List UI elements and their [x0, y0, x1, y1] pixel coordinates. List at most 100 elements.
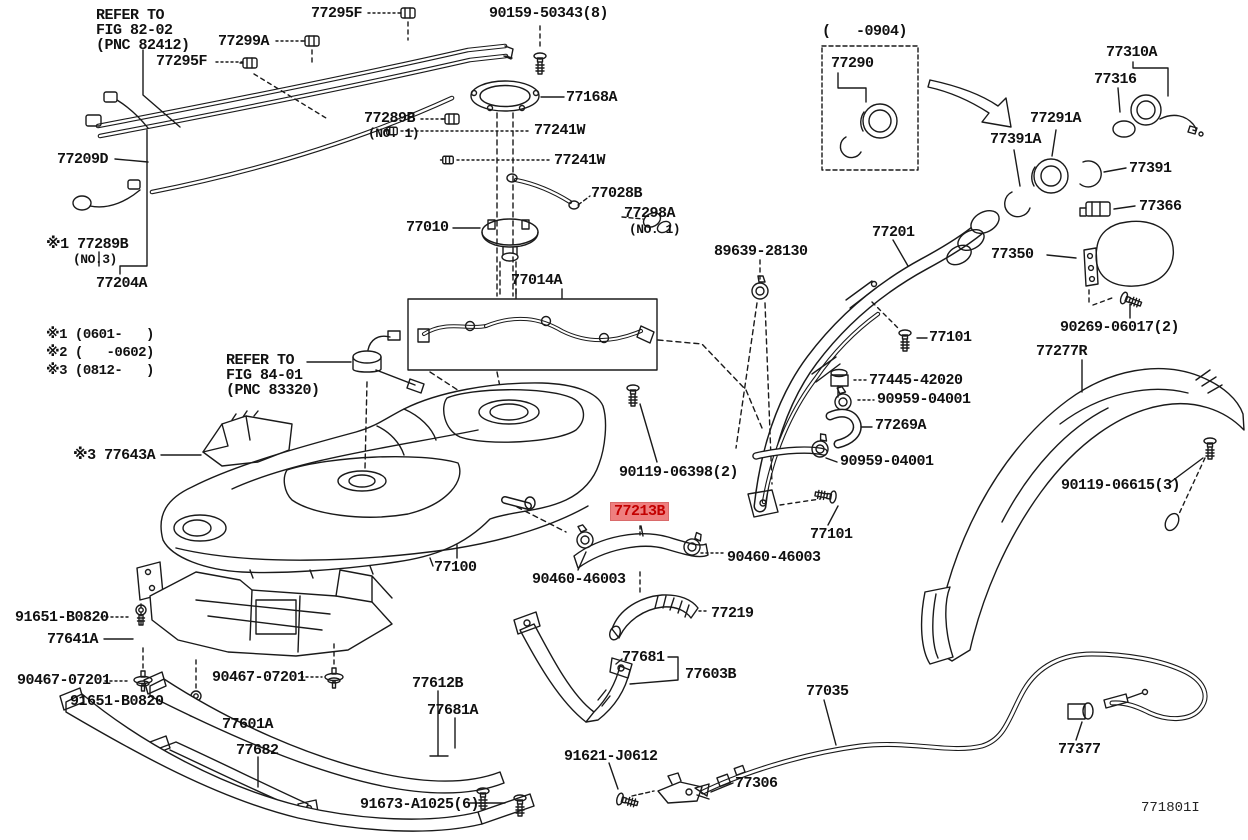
part-label-89639-28130[interactable]: 89639-28130 [714, 243, 808, 260]
part-label-90467-left[interactable]: 90467-07201 [17, 672, 111, 689]
part-label-77204a[interactable]: 77204A [96, 275, 148, 292]
part-label-77101-top[interactable]: 77101 [929, 329, 972, 346]
bolt-90119-06615-icon [1203, 437, 1217, 460]
part-label-77213b-highlighted[interactable]: 77213B [609, 502, 670, 521]
part-label-77209d[interactable]: 77209D [57, 151, 109, 168]
part-label-77291a[interactable]: 77291A [1030, 110, 1082, 127]
part-label-77168a[interactable]: 77168A [566, 89, 618, 106]
part-label-77641a[interactable]: 77641A [47, 631, 99, 648]
part-label-77241w-2[interactable]: 77241W [554, 152, 606, 169]
part-sublabel-no1-2: (NO. 1) [629, 222, 681, 237]
part-label-77681a[interactable]: 77681A [427, 702, 479, 719]
part-label-90460-right[interactable]: 90460-46003 [727, 549, 821, 566]
tank-band-77681-77603b [514, 612, 678, 722]
part-label-77306[interactable]: 77306 [735, 775, 778, 792]
part-label-77269a[interactable]: 77269A [875, 417, 927, 434]
bolt-77101-low-icon [813, 487, 838, 505]
part-label-77035[interactable]: 77035 [806, 683, 849, 700]
direction-arrow [928, 80, 1011, 127]
part-label-91651-2[interactable]: 91651-B0820 [70, 693, 164, 710]
part-label-77295f-1[interactable]: 77295F [311, 5, 363, 22]
part-label-77219[interactable]: 77219 [711, 605, 754, 622]
part-label-90959-1[interactable]: 90959-04001 [877, 391, 971, 408]
screw-90269-icon [1118, 290, 1144, 311]
part-label-77603b[interactable]: 77603B [685, 666, 737, 683]
part-label-77350[interactable]: 77350 [991, 246, 1034, 263]
part-label-77391[interactable]: 77391 [1129, 160, 1172, 177]
part-label-77201[interactable]: 77201 [872, 224, 915, 241]
gasket-77316-icon [1113, 121, 1135, 137]
fuel-tube-assembly [73, 46, 513, 210]
leader-lines [99, 50, 640, 536]
clip-77366-icon [1086, 202, 1110, 216]
tube-clips-top [216, 7, 547, 118]
part-label-77289b-no3[interactable]: ※1 77289B [46, 236, 129, 253]
hose-77219 [608, 595, 708, 641]
note-0904: ( -0904) [822, 23, 908, 40]
part-label-77298a[interactable]: 77298A [624, 205, 676, 222]
part-label-77612b[interactable]: 77612B [412, 675, 464, 692]
part-sublabel-no3: (NO.3) [73, 252, 117, 267]
clamp-90959-icon [830, 384, 854, 413]
cap-77291a-icon [1034, 159, 1068, 193]
part-label-77290[interactable]: 77290 [831, 55, 874, 72]
part-label-77316[interactable]: 77316 [1094, 71, 1137, 88]
part-label-77681[interactable]: 77681 [622, 649, 665, 666]
part-label-90119-06398[interactable]: 90119-06398(2) [619, 464, 739, 481]
part-label-90269-06017[interactable]: 90269-06017(2) [1060, 319, 1180, 336]
part-label-77295f-2[interactable]: 77295F [156, 53, 208, 70]
cap-77290-icon [863, 104, 897, 138]
fuel-tank-77100 [161, 383, 606, 578]
clip-77241w2-icon [439, 155, 454, 165]
part-label-91651-1[interactable]: 91651-B0820 [15, 609, 109, 626]
fuel-pump-assembly [383, 81, 673, 296]
part-label-77241w-1[interactable]: 77241W [534, 122, 586, 139]
part-label-77601a[interactable]: 77601A [222, 716, 274, 733]
part-label-77682[interactable]: 77682 [236, 742, 279, 759]
sensor-77298a-icon [641, 210, 663, 230]
lock-lever-77306 [658, 773, 709, 803]
pin-90467-2-icon [324, 667, 344, 689]
part-label-90119-06615[interactable]: 90119-06615(3) [1061, 477, 1181, 494]
part-label-90159-50343[interactable]: 90159-50343(8) [489, 5, 609, 22]
part-label-77028b[interactable]: 77028B [591, 185, 643, 202]
ring-77391a-icon [1005, 192, 1030, 217]
clip-77295f-icon [397, 7, 416, 19]
fuel-sender-gauge [307, 331, 424, 468]
part-label-91673-a1025[interactable]: 91673-A1025(6) [360, 796, 480, 813]
part-label-77277r[interactable]: 77277R [1036, 343, 1088, 360]
part-label-90467-right[interactable]: 90467-07201 [212, 669, 306, 686]
lid-release-cable-77035 [609, 654, 1205, 811]
part-label-77643a[interactable]: ※3 77643A [73, 447, 156, 464]
part-label-77100[interactable]: 77100 [434, 559, 477, 576]
note-refer-fig-84-01: REFER TO FIG 84-01 (PNC 83320) [226, 352, 320, 399]
note-asterisk-1: ※1 (0601- ) [46, 327, 154, 343]
part-label-77010[interactable]: 77010 [406, 219, 449, 236]
part-label-77299a[interactable]: 77299A [218, 33, 270, 50]
part-label-91621-j0612[interactable]: 91621-J0612 [564, 748, 658, 765]
hose-77213b [571, 522, 724, 592]
note-refer-fig-82-02: REFER TO FIG 82-02 (PNC 82412) [96, 7, 190, 54]
part-sublabel-no1: (NO. 1) [368, 126, 420, 141]
part-label-77445-42020[interactable]: 77445-42020 [869, 372, 963, 389]
cap-77310a-icon [1131, 95, 1161, 125]
bolt-77101-top-icon [898, 329, 912, 352]
part-label-77101-low[interactable]: 77101 [810, 526, 853, 543]
part-label-90460-left[interactable]: 90460-46003 [532, 571, 626, 588]
part-label-77014a[interactable]: 77014A [511, 272, 563, 289]
part-label-90959-2[interactable]: 90959-04001 [840, 453, 934, 470]
part-label-77310a[interactable]: 77310A [1106, 44, 1158, 61]
screw-90159-icon [533, 52, 547, 75]
filler-pipe-77201 [736, 206, 1003, 525]
part-label-77377[interactable]: 77377 [1058, 741, 1101, 758]
part-label-77289b-no1[interactable]: 77289B [364, 110, 416, 127]
part-label-77366[interactable]: 77366 [1139, 198, 1182, 215]
part-label-77391a[interactable]: 77391A [990, 131, 1042, 148]
tank-band-77612b-77681a [60, 672, 534, 831]
diagram-code: 771801I [1141, 800, 1200, 816]
clip-77299a-icon [301, 35, 320, 47]
grommet-77377-icon [1068, 704, 1085, 719]
arch-liner-77277r [922, 360, 1244, 664]
